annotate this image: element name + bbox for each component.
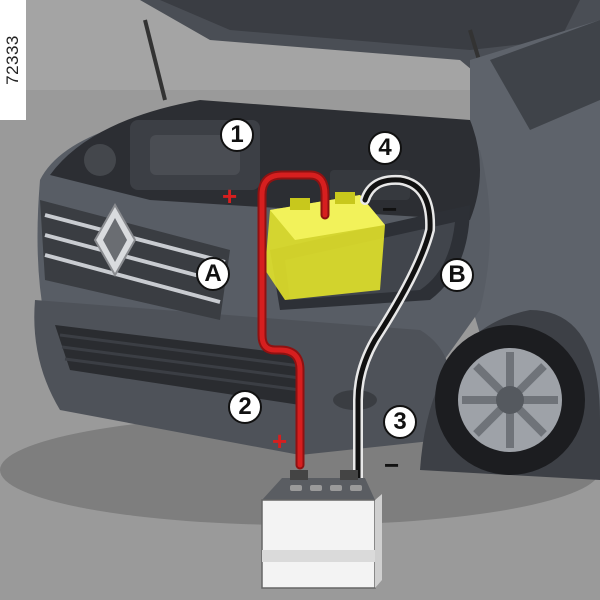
brand-logo — [93, 202, 137, 278]
negative-sign-vehicle: − — [382, 194, 398, 224]
callout-2: 2 — [228, 390, 262, 424]
reference-code-tag: 72333 — [0, 0, 26, 120]
positive-sign-vehicle: + — [222, 181, 238, 211]
callout-1: 1 — [220, 118, 254, 152]
booster-battery-icon — [261, 470, 382, 589]
callout-a: A — [196, 257, 230, 291]
positive-sign-booster: + — [272, 426, 288, 456]
negative-sign-booster: − — [384, 450, 400, 480]
callout-4: 4 — [368, 131, 402, 165]
front-wheel — [420, 310, 600, 480]
callout-b: B — [440, 258, 474, 292]
reference-code: 72333 — [3, 35, 22, 85]
callout-3: 3 — [383, 405, 417, 439]
